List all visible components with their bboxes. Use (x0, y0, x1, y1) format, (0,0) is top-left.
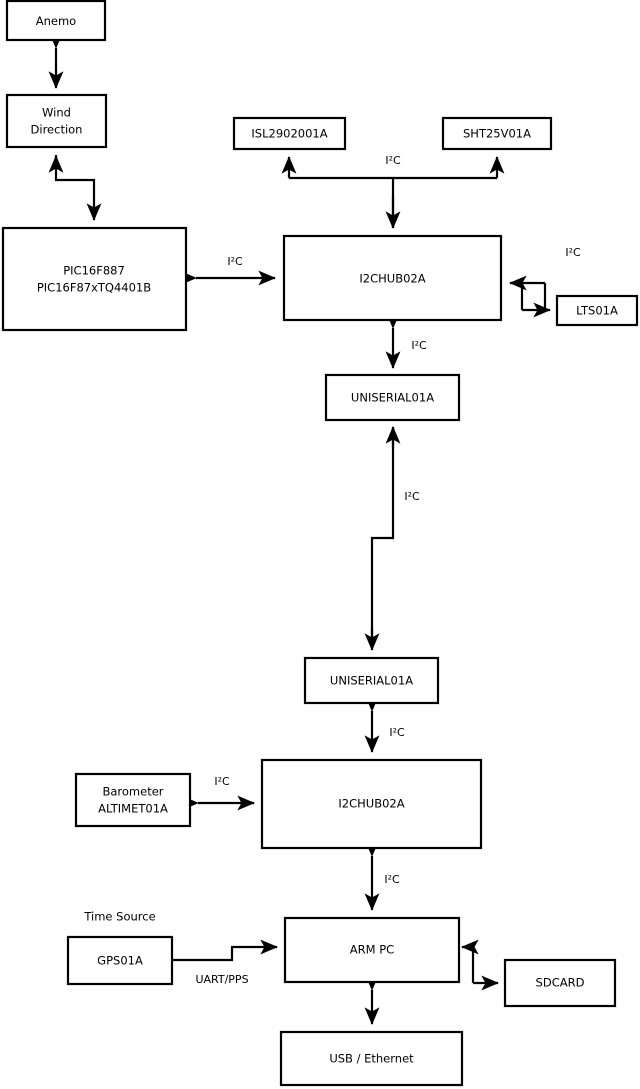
node-usb-ethernet-label: USB / Ethernet (329, 1052, 414, 1066)
edge-label-gps-armpc: UART/PPS (195, 973, 248, 986)
edge-label-hub-lts: I²C (565, 246, 581, 259)
edge-label-uniserial-hubb: I²C (389, 726, 405, 739)
node-i2chub02a-bottom-label: I2CHUB02A (338, 797, 404, 811)
node-wind-direction-label-1: Wind (42, 106, 71, 120)
node-lts01a-label: LTS01A (576, 304, 618, 318)
node-i2chub02a-top[interactable]: I2CHUB02A (282, 234, 503, 322)
node-isl2902001a-label: ISL2902001A (251, 127, 327, 141)
edge-labels: I²C I²C I²C I²C I²C I²C I²C I²C UART/PPS (195, 154, 581, 986)
node-sht25v01a[interactable]: SHT25V01A (441, 116, 553, 151)
node-arm-pc[interactable]: ARM PC (283, 916, 461, 984)
edge-lts-to-hub (543, 283, 548, 312)
node-anemo-label: Anemo (36, 14, 76, 28)
node-isl2902001a[interactable]: ISL2902001A (232, 116, 347, 151)
node-gps01a-label: GPS01A (97, 954, 143, 968)
time-source-label: Time Source (83, 910, 155, 924)
node-i2chub02a-top-label: I2CHUB02A (359, 272, 425, 286)
edge-label-hub-sensors: I²C (385, 154, 401, 167)
edge-uniserial-link (370, 428, 395, 648)
node-uniserial01a-lower-label: UNISERIAL01A (330, 674, 413, 688)
edge-label-barometer-hubb: I²C (214, 775, 230, 788)
edge-label-hub-uniserial-up: I²C (411, 339, 427, 352)
node-pic-label-1: PIC16F887 (63, 264, 125, 278)
edge-label-pic-hub: I²C (227, 255, 243, 268)
node-pic[interactable]: PIC16F887 PIC16F87xTQ4401B (1, 226, 188, 332)
node-barometer-label-1: Barometer (102, 785, 163, 799)
edge-label-hubb-armpc: I²C (384, 873, 400, 886)
node-arm-pc-label: ARM PC (350, 943, 394, 957)
node-pic-label-2: PIC16F87xTQ4401B (37, 281, 151, 295)
node-gps01a[interactable]: GPS01A (66, 935, 174, 986)
edge-pic-wind (54, 155, 102, 221)
node-anemo[interactable]: Anemo (5, 0, 107, 42)
node-lts01a[interactable]: LTS01A (555, 294, 639, 327)
free-labels: Time Source (83, 910, 155, 924)
node-i2chub02a-bottom[interactable]: I2CHUB02A (260, 758, 483, 850)
connectors (48, 31, 551, 1025)
node-sht25v01a-label: SHT25V01A (463, 127, 531, 141)
node-wind-direction-label-2: Direction (31, 123, 83, 137)
node-usb-ethernet[interactable]: USB / Ethernet (279, 1030, 464, 1087)
node-uniserial01a-lower[interactable]: UNISERIAL01A (303, 656, 440, 705)
node-sdcard[interactable]: SDCARD (503, 958, 617, 1008)
node-uniserial01a-upper-label: UNISERIAL01A (351, 391, 434, 405)
edge-label-uniserial-link: I²C (404, 490, 420, 503)
node-barometer[interactable]: Barometer ALTIMET01A (74, 772, 192, 828)
edge-gps-armpc (172, 939, 278, 962)
node-wind-direction[interactable]: Wind Direction (5, 93, 108, 149)
node-barometer-label-2: ALTIMET01A (98, 802, 168, 816)
node-uniserial01a-upper[interactable]: UNISERIAL01A (324, 373, 461, 422)
node-sdcard-label: SDCARD (536, 976, 585, 990)
edge-hub-branch (289, 176, 395, 228)
